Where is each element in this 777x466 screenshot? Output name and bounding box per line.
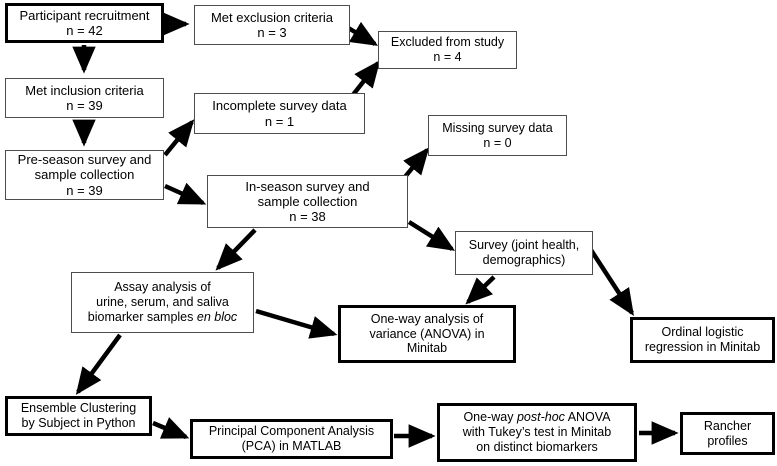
node-survey-joint-health[interactable]: Survey (joint health, demographics) <box>455 231 593 275</box>
edge-preseason-to-incomplete <box>163 119 195 157</box>
node-post-hoc-anova[interactable]: One-way post-hoc ANOVA with Tukey’s test… <box>437 403 637 462</box>
node-label: Met inclusion criteria n = 39 <box>25 82 144 113</box>
node-missing-survey-data[interactable]: Missing survey data n = 0 <box>428 115 567 156</box>
node-label: Survey (joint health, demographics) <box>468 238 580 267</box>
node-met-exclusion-criteria[interactable]: Met exclusion criteria n = 3 <box>194 5 350 45</box>
node-rancher-profiles[interactable]: Rancher profiles <box>680 412 775 455</box>
node-label: In-season survey and sample collection n… <box>245 178 370 225</box>
node-pre-season-survey[interactable]: Pre-season survey and sample collection … <box>5 150 164 200</box>
node-label-italic: post-hoc <box>516 410 565 425</box>
node-label: Participant recruitment n = 42 <box>19 7 150 38</box>
node-ordinal-logistic-regression[interactable]: Ordinal logistic regression in Minitab <box>630 317 775 363</box>
node-ensemble-clustering[interactable]: Ensemble Clustering by Subject in Python <box>5 396 152 436</box>
node-label: Pre-season survey and sample collection … <box>17 152 152 198</box>
node-incomplete-survey-data[interactable]: Incomplete survey data n = 1 <box>194 93 365 134</box>
node-label: Ordinal logistic regression in Minitab <box>644 325 761 354</box>
edge-survey-to-anova <box>465 275 496 305</box>
edge-exclusion-to-excluded <box>343 21 379 46</box>
edge-assay-to-ensemble <box>75 333 122 395</box>
node-met-inclusion-criteria[interactable]: Met inclusion criteria n = 39 <box>5 78 164 118</box>
node-label: Assay analysis of urine, serum, and sali… <box>87 280 229 324</box>
node-label: Ensemble Clustering by Subject in Python <box>20 401 137 430</box>
node-label: Missing survey data n = 0 <box>442 120 553 150</box>
node-label: Principal Component Analysis (PCA) in MA… <box>208 424 375 453</box>
node-pca-matlab[interactable]: Principal Component Analysis (PCA) in MA… <box>190 419 393 459</box>
node-assay-analysis[interactable]: Assay analysis of urine, serum, and sali… <box>71 272 254 333</box>
node-label: One-way analysis of variance (ANOVA) in … <box>369 311 485 356</box>
node-label-italic: en bloc <box>196 309 238 324</box>
node-one-way-anova-minitab[interactable]: One-way analysis of variance (ANOVA) in … <box>338 305 516 363</box>
edge-inseason-to-assay <box>215 228 257 271</box>
node-excluded-from-study[interactable]: Excluded from study n = 4 <box>378 31 517 69</box>
edge-preseason-to-inseason <box>164 182 207 206</box>
edge-inseason-to-survey <box>407 220 456 251</box>
node-label: Incomplete survey data n = 1 <box>212 98 347 129</box>
edge-ensemble-to-pca <box>152 417 190 440</box>
edge-assay-to-anova <box>255 308 338 339</box>
node-label: Met exclusion criteria n = 3 <box>210 9 334 40</box>
edge-survey-to-ordinal <box>589 248 634 317</box>
node-in-season-survey[interactable]: In-season survey and sample collection n… <box>207 175 408 228</box>
node-label-pre: One-way <box>463 410 517 425</box>
node-label: Excluded from study n = 4 <box>390 35 505 64</box>
node-participant-recruitment[interactable]: Participant recruitment n = 42 <box>5 3 164 43</box>
node-label-post: ANOVA with Tukey’s test in Minitab on di… <box>462 410 612 454</box>
node-label: Rancher profiles <box>703 418 752 448</box>
